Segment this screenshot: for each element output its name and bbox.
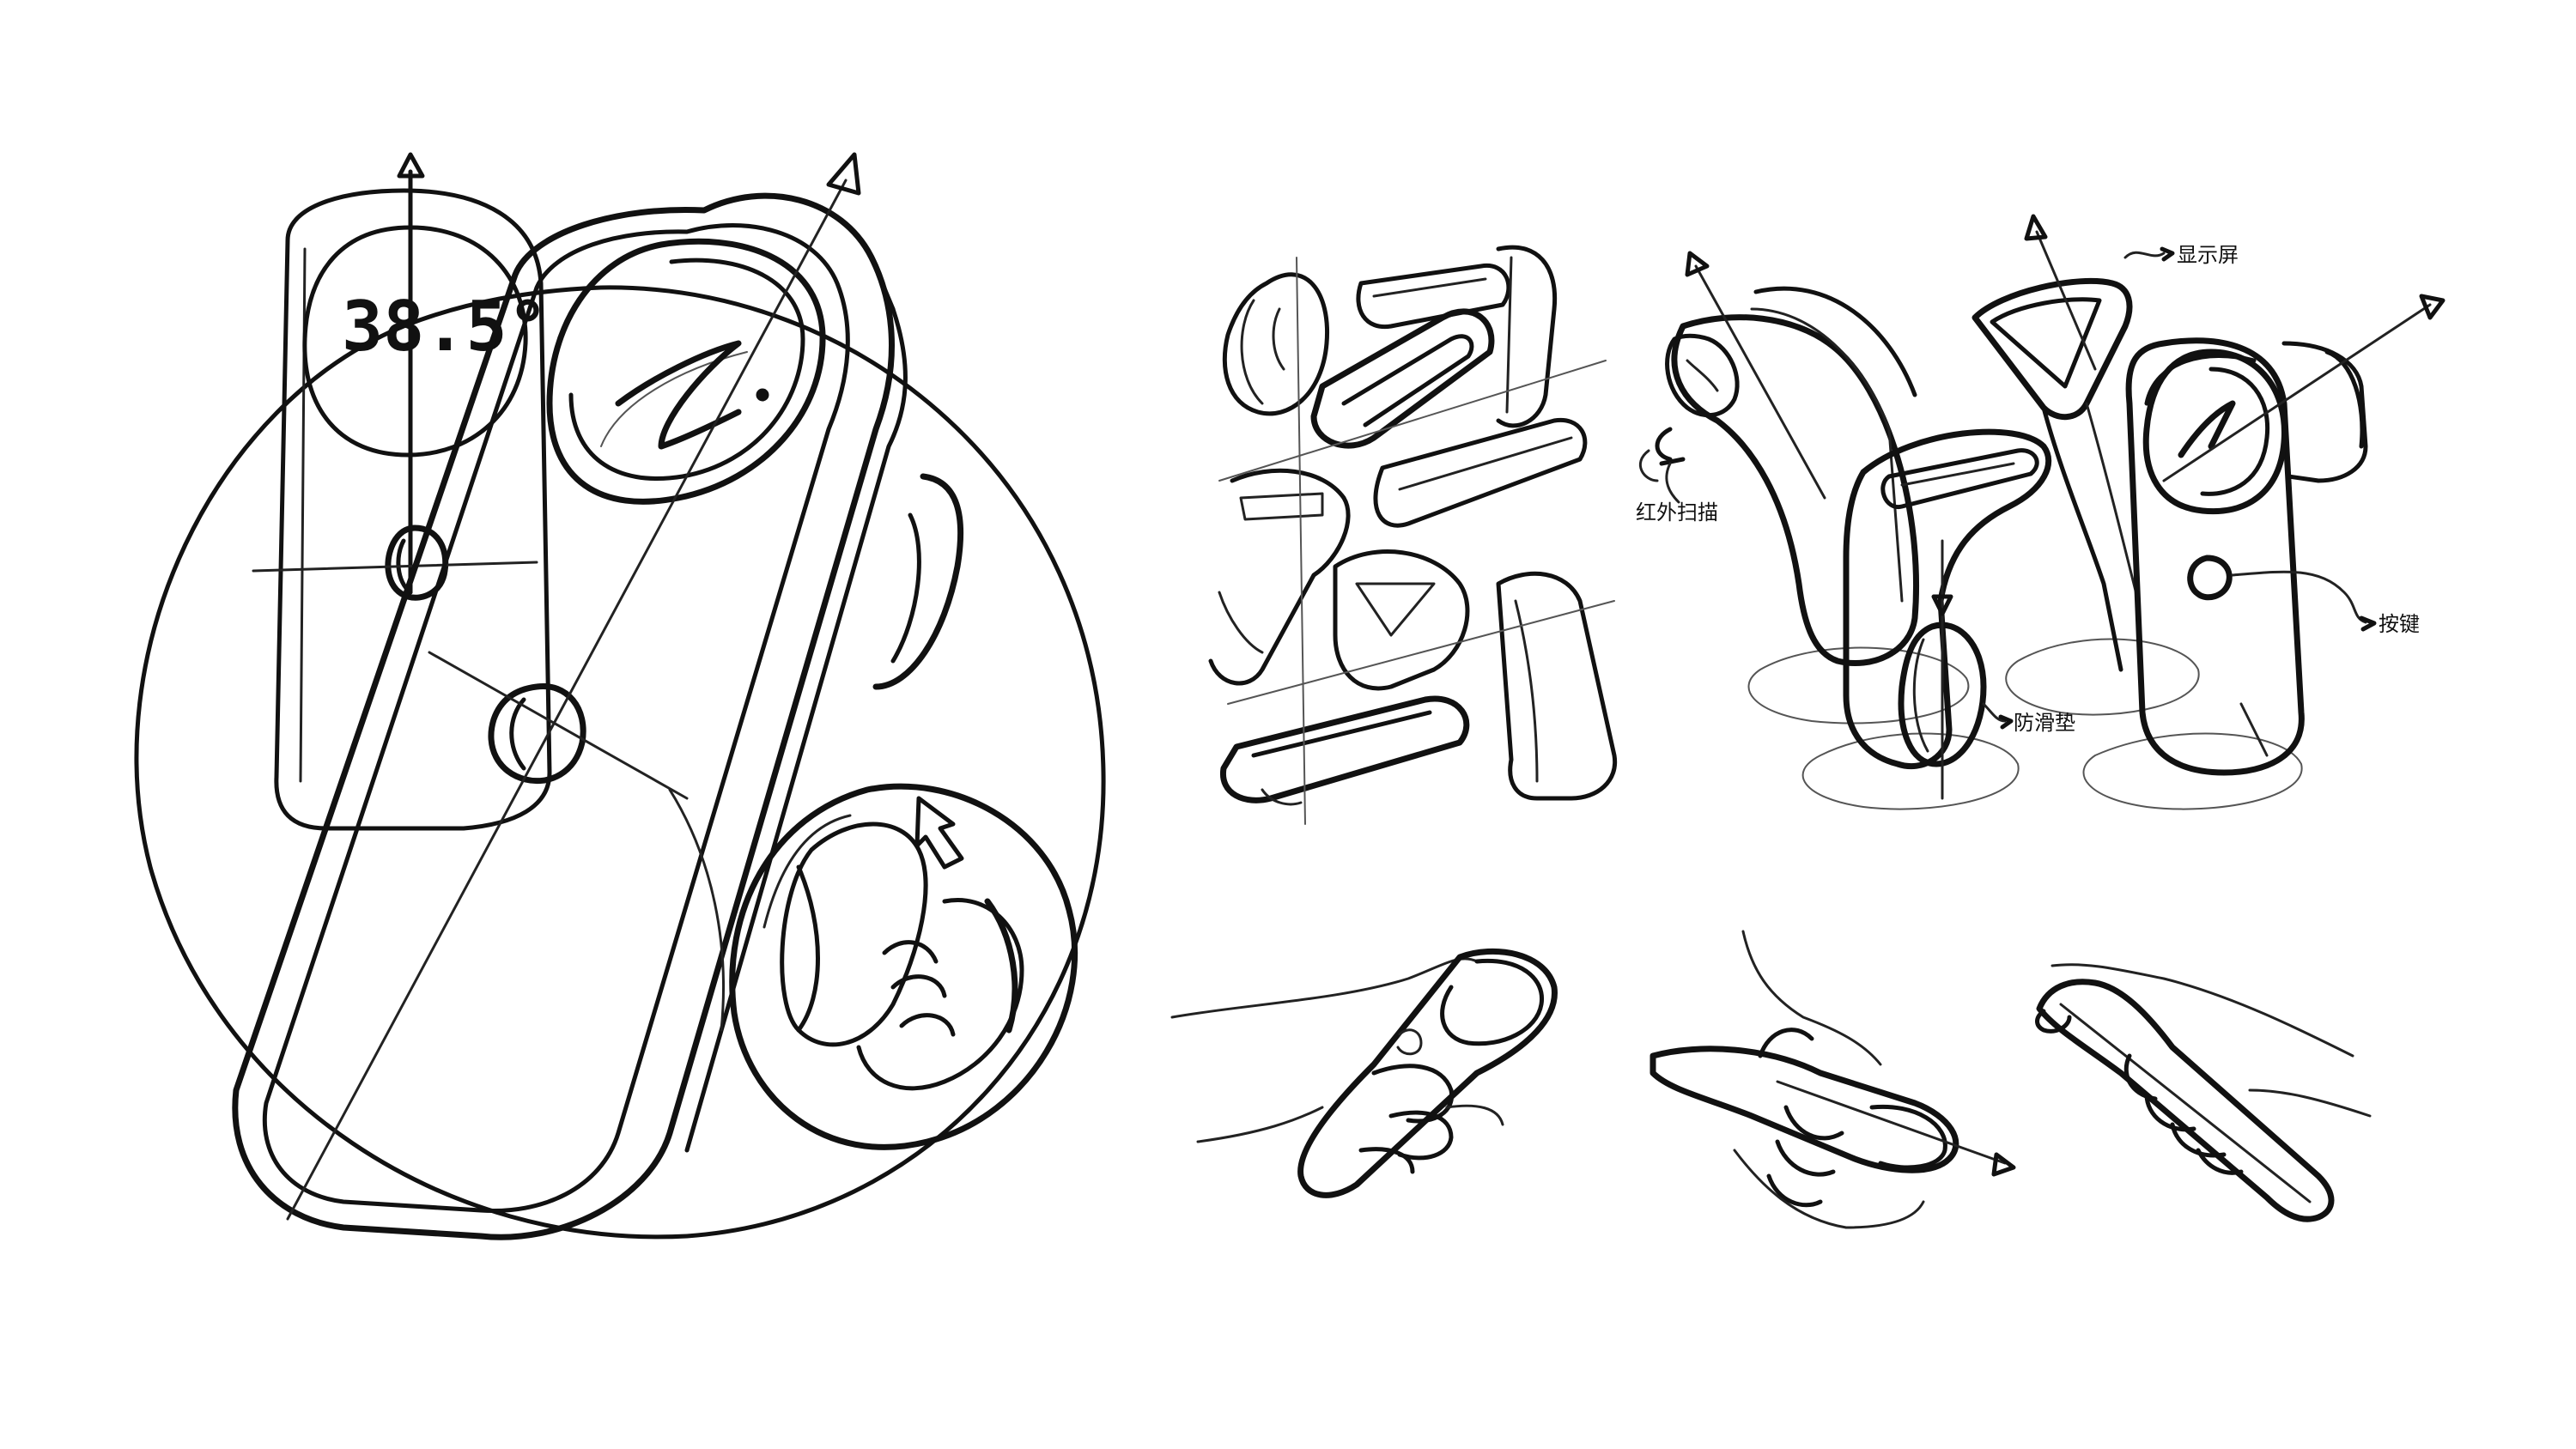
concept-sketch-cluster: [1208, 245, 1618, 825]
annotation-display: 显示屏: [2123, 243, 2239, 267]
concept-triangle-top: [1971, 214, 2140, 672]
rear-thermometer: 38.5°: [274, 188, 552, 831]
concept-curved-band: [1843, 428, 2052, 800]
annotation-button: 按键: [2231, 570, 2420, 636]
label-display-screen: 显示屏: [2177, 243, 2239, 267]
display-reading: 38.5°: [342, 287, 549, 367]
hand-sketch-2: [1649, 930, 2016, 1229]
hand-sketch-3: [2035, 963, 2372, 1222]
hand-sketch-1: [1170, 948, 1558, 1198]
concept-round-lens-device: [2125, 294, 2445, 776]
front-button: [488, 682, 586, 785]
front-lens: [546, 238, 826, 505]
annotation-anti-slip: 防滑垫: [1982, 702, 2075, 735]
detail-inset: [729, 783, 1078, 1150]
label-anti-slip: 防滑垫: [2014, 711, 2075, 735]
label-ear-scan: 红外扫描: [1636, 500, 1718, 524]
round-lens: [2142, 349, 2287, 515]
concept-ear-scanner: [1638, 251, 1920, 667]
main-thermometer-sketch: 38.5°: [134, 152, 1106, 1240]
label-button: 按键: [2379, 612, 2420, 636]
annotation-ear-scan: 红外扫描: [1636, 462, 1718, 524]
side-button: [2187, 555, 2233, 601]
labeled-concept-group: 显示屏 红外扫描 按键 防滑垫: [1636, 214, 2445, 810]
direction-arrow-icon: [914, 796, 964, 870]
front-thermometer-body: [232, 152, 964, 1240]
vertical-axis-arrow: [252, 152, 538, 595]
